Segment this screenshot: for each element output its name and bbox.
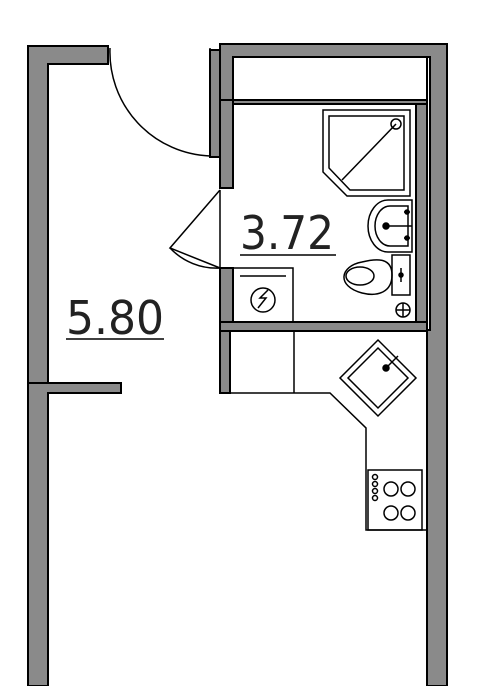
bathroom-area: 3.72 — [240, 206, 334, 260]
cooktop — [367, 469, 423, 531]
main-room-area: 5.80 — [66, 291, 164, 345]
door-jamb-top — [209, 49, 221, 158]
floor-drain — [395, 302, 411, 318]
kitchen-counter — [219, 330, 427, 531]
kitchen-sink — [338, 338, 418, 418]
bath-partition-lower — [219, 267, 234, 331]
utility-cabinet — [232, 267, 294, 323]
top-closet — [232, 56, 428, 101]
toilet — [343, 254, 411, 296]
washbasin — [367, 199, 413, 253]
entrance-door — [107, 47, 211, 157]
bathroom-door — [168, 189, 221, 269]
bath-partition-upper — [219, 99, 234, 189]
electrical-panel-icon — [250, 287, 276, 313]
shower-tray — [322, 109, 411, 197]
bath-partition-bottom — [219, 321, 428, 332]
left-wall-lower — [27, 382, 122, 686]
bath-partition-right — [415, 103, 428, 323]
bath-partition-top — [232, 99, 428, 105]
right-wall — [219, 43, 448, 686]
area-labels: 5.80 3.72 — [66, 206, 336, 345]
